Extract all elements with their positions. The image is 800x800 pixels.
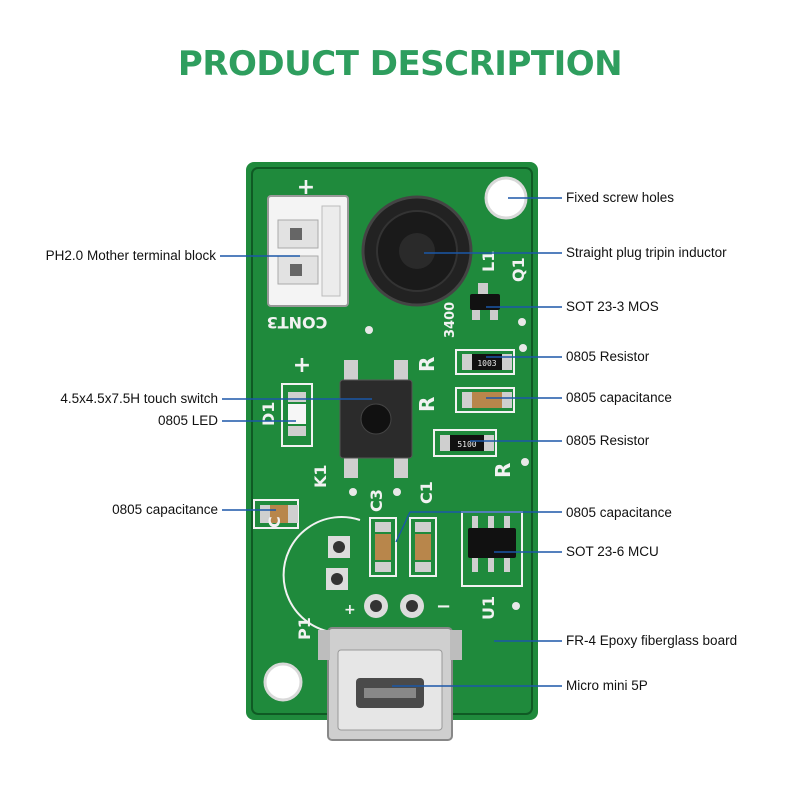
label-fixed-screw-holes: Fixed screw holes xyxy=(566,190,675,205)
led xyxy=(281,383,313,447)
silk-l1: L1 xyxy=(479,251,498,272)
label-touch-switch: 4.5x4.5x7.5H touch switch xyxy=(60,391,218,406)
capacitor-c3-c1 xyxy=(369,517,437,577)
label-resistor-1: 0805 Resistor xyxy=(566,349,650,364)
silk-u1: U1 xyxy=(479,596,498,620)
silk-r-a: R xyxy=(415,357,439,372)
res-code-1: 1003 xyxy=(477,359,496,368)
atomizer-pads xyxy=(282,516,424,634)
silk-plus-top: + xyxy=(297,175,315,200)
silk-c3: C3 xyxy=(367,489,386,512)
label-capacitance-1: 0805 capacitance xyxy=(566,390,672,405)
silk-r-c: R xyxy=(491,463,515,478)
resistor-1 xyxy=(455,349,515,375)
label-capacitance-2: 0805 capacitance xyxy=(566,505,672,520)
silk-plus-led: + xyxy=(293,353,311,378)
silk-q1: Q1 xyxy=(509,257,528,282)
leader-capacitance-2-a xyxy=(395,511,411,543)
silk-3400: 3400 xyxy=(443,302,458,338)
silk-cont3: CONT3 xyxy=(267,313,328,332)
label-capacitance-left: 0805 capacitance xyxy=(112,502,218,517)
res-code-2: 5100 xyxy=(457,440,476,449)
label-straight-plug-inductor: Straight plug tripin inductor xyxy=(566,245,727,260)
silk-d1: D1 xyxy=(259,402,278,426)
label-resistor-2: 0805 Resistor xyxy=(566,433,650,448)
label-led: 0805 LED xyxy=(157,413,218,428)
label-fr4-board: FR-4 Epoxy fiberglass board xyxy=(566,633,738,648)
screw-hole-bottom xyxy=(263,662,303,702)
label-sot23-3-mos: SOT 23-3 MOS xyxy=(566,299,659,314)
page-title: PRODUCT DESCRIPTION xyxy=(177,44,623,84)
vias xyxy=(349,318,529,610)
capacitor-1 xyxy=(455,387,515,413)
label-ph2-terminal: PH2.0 Mother terminal block xyxy=(45,248,216,263)
resistor-2 xyxy=(433,429,497,457)
silk-plus-p: + xyxy=(344,602,356,618)
label-micro-usb: Micro mini 5P xyxy=(566,678,648,693)
inductor xyxy=(361,195,473,307)
label-sot23-6-mcu: SOT 23-6 MCU xyxy=(566,544,659,559)
micro-usb-connector xyxy=(318,627,462,741)
mos-chip xyxy=(470,283,500,320)
silk-p1: P1 xyxy=(295,617,314,640)
silk-r-b: R xyxy=(415,397,439,412)
mcu-chip xyxy=(461,511,523,587)
silk-k1: K1 xyxy=(311,464,330,488)
ph2-connector xyxy=(267,195,349,307)
silk-minus: − xyxy=(436,596,451,617)
silk-c1: C1 xyxy=(417,481,436,504)
silk-c2: C xyxy=(265,516,284,528)
